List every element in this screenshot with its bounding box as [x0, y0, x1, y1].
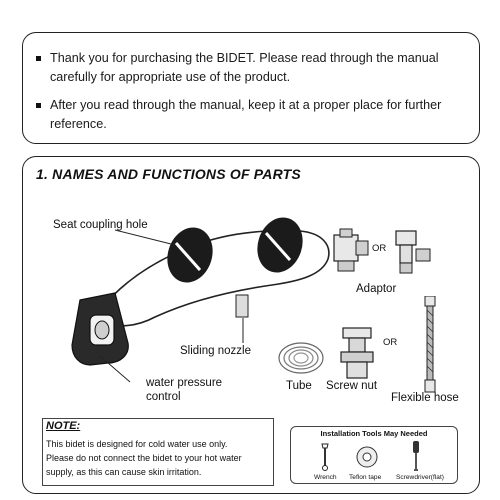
label-adaptor: Adaptor	[356, 283, 397, 295]
label-water-pressure-line-1: water pressure	[146, 377, 223, 389]
label-water-pressure-line-2: control	[146, 391, 181, 403]
section-title: 1. NAMES AND FUNCTIONS OF PARTS	[36, 166, 301, 182]
wrench-icon	[321, 443, 329, 471]
tool-label-wrench: Wrench	[314, 474, 337, 481]
intro-bullet-1: Thank you for purchasing the BIDET. Plea…	[36, 49, 439, 87]
bullet-square-icon	[36, 56, 41, 61]
label-flexible-hose: Flexible hose	[391, 392, 459, 404]
tools-box	[290, 426, 458, 484]
tool-label-screwdriver: Screwdriver(flat)	[396, 474, 444, 481]
tools-title: Installation Tools May Needed	[320, 429, 428, 438]
teflon-tape-icon	[356, 446, 378, 468]
flexible-hose-illustration	[424, 296, 436, 393]
label-tube: Tube	[286, 380, 312, 392]
intro-bullet-2-line-2: reference.	[50, 117, 107, 131]
note-box	[42, 418, 274, 486]
label-screw-nut: Screw nut	[326, 380, 378, 392]
note-title: NOTE:	[46, 420, 81, 432]
intro-bullet-1-line-2: carefully for appropriate use of the pro…	[50, 70, 291, 84]
intro-box	[22, 32, 480, 144]
intro-bullet-2-line-1: After you read through the manual, keep …	[50, 98, 442, 112]
note-line-1: This bidet is designed for cold water us…	[46, 439, 228, 449]
bidet-body-illustration	[71, 217, 330, 366]
tool-label-teflon-tape: Teflon tape	[349, 474, 382, 481]
label-seat-coupling-hole: Seat coupling hole	[53, 219, 148, 231]
label-or-hose: OR	[383, 337, 398, 348]
screwdriver-icon	[413, 441, 419, 471]
parts-section-box	[22, 156, 480, 494]
note-line-2: Please do not connect the bidet to your …	[46, 453, 242, 463]
adaptor-illustration	[333, 228, 431, 274]
intro-bullet-2: After you read through the manual, keep …	[36, 96, 441, 134]
note-line-3: supply, as this can cause skin irritatio…	[46, 467, 202, 477]
tube-illustration	[278, 342, 324, 374]
label-sliding-nozzle: Sliding nozzle	[180, 345, 251, 357]
bullet-square-icon	[36, 103, 41, 108]
label-or-adaptor: OR	[372, 243, 387, 254]
intro-bullet-1-line-1: Thank you for purchasing the BIDET. Plea…	[50, 51, 439, 65]
screw-nut-illustration	[340, 327, 374, 379]
